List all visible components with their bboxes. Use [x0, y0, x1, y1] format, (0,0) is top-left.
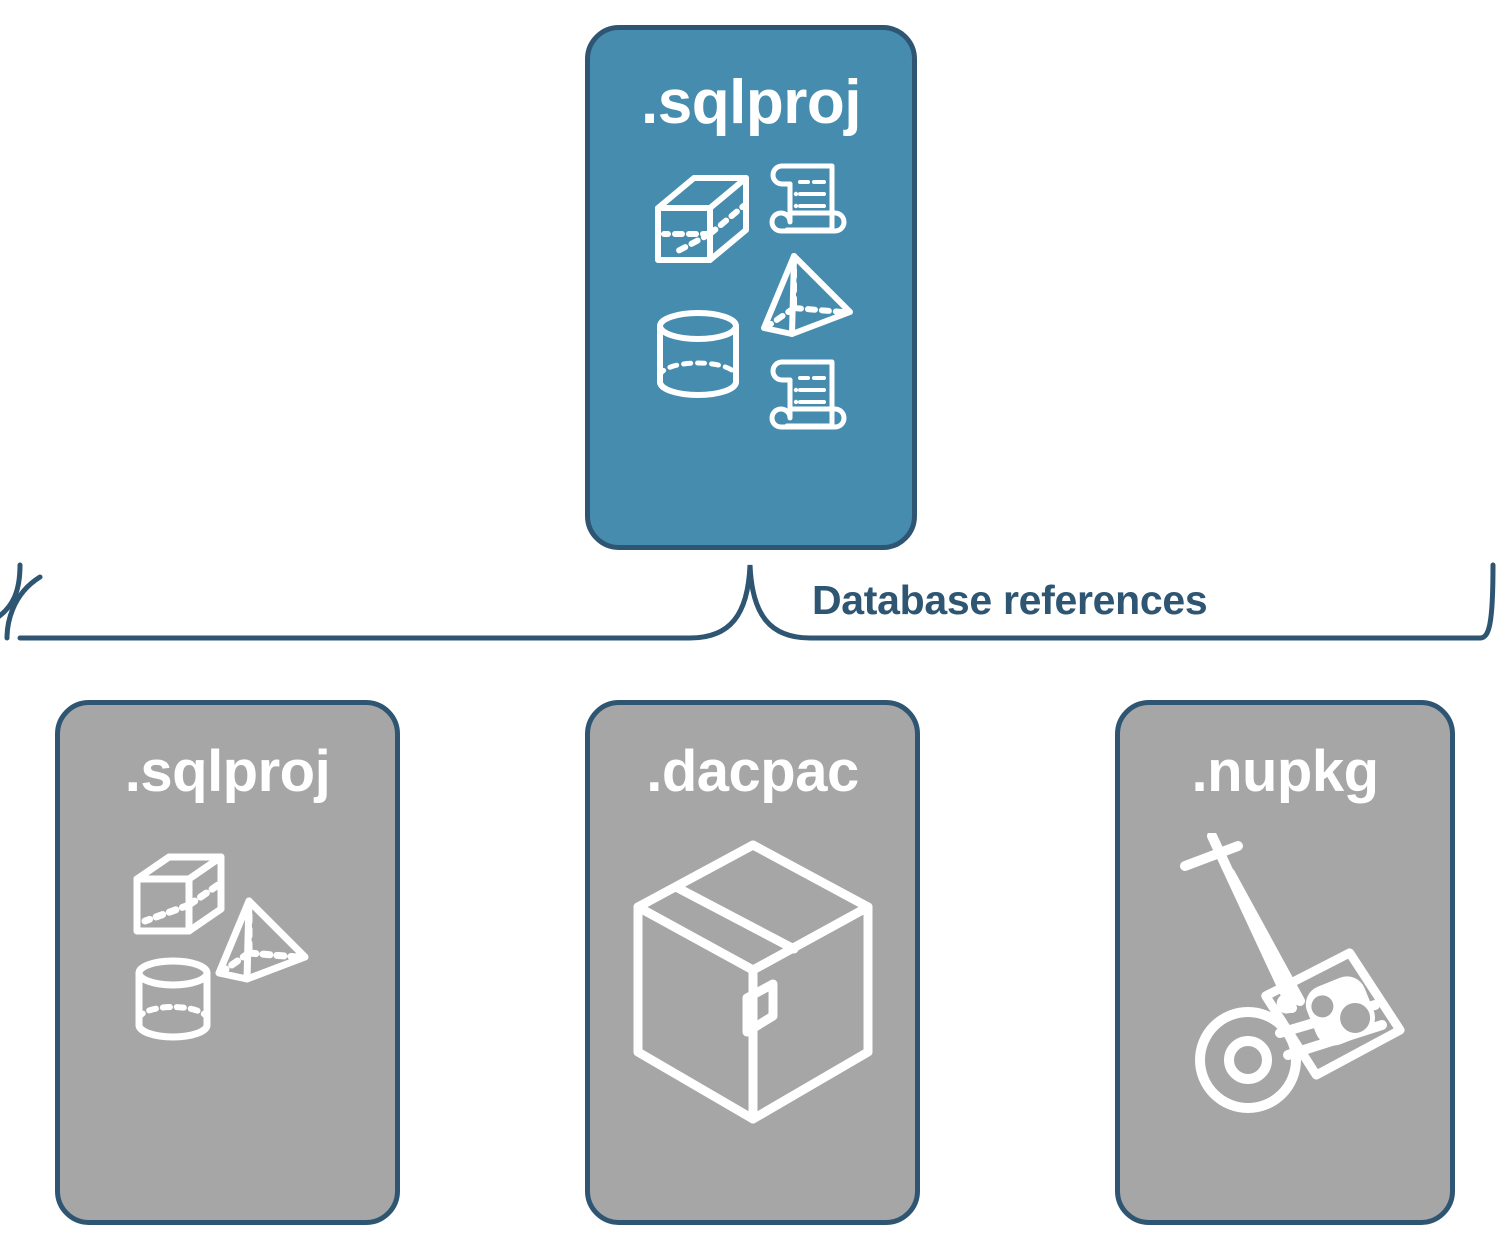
node-reference-nupkg-icons: [1160, 831, 1410, 1138]
wireframe-cube-icon: [655, 175, 749, 263]
nuget-logo-holes: [1311, 995, 1371, 1033]
node-reference-nupkg[interactable]: .nupkg: [1115, 700, 1455, 1225]
node-reference-sqlproj[interactable]: .sqlproj: [55, 700, 400, 1225]
wireframe-pyramid-icon: [761, 253, 853, 337]
node-reference-sqlproj-label: .sqlproj: [124, 739, 331, 804]
script-scroll-icon: [769, 163, 847, 234]
node-root-sqlproj-icons: [646, 160, 856, 445]
node-reference-sqlproj-icons: [123, 849, 333, 1069]
wireframe-cylinder-icon: [657, 310, 739, 398]
node-reference-dacpac-icons: [628, 837, 878, 1132]
node-root-sqlproj[interactable]: .sqlproj: [585, 25, 917, 550]
database-references-brace: [0, 562, 1496, 641]
script-scroll-icon: [769, 359, 847, 430]
hand-truck-package-icon: [1180, 831, 1387, 1113]
node-root-sqlproj-label: .sqlproj: [641, 68, 861, 137]
shipping-box-icon: [633, 840, 872, 1124]
node-reference-dacpac[interactable]: .dacpac: [585, 700, 920, 1225]
connector-label: Database references: [812, 577, 1208, 623]
node-reference-nupkg-label: .nupkg: [1191, 739, 1379, 804]
node-reference-dacpac-label: .dacpac: [646, 739, 859, 804]
wireframe-pyramid-icon: [215, 897, 308, 983]
nupkg-package-icon: [1261, 948, 1405, 1080]
wireframe-cylinder-icon: [135, 957, 210, 1041]
wireframe-cube-icon: [133, 853, 224, 935]
